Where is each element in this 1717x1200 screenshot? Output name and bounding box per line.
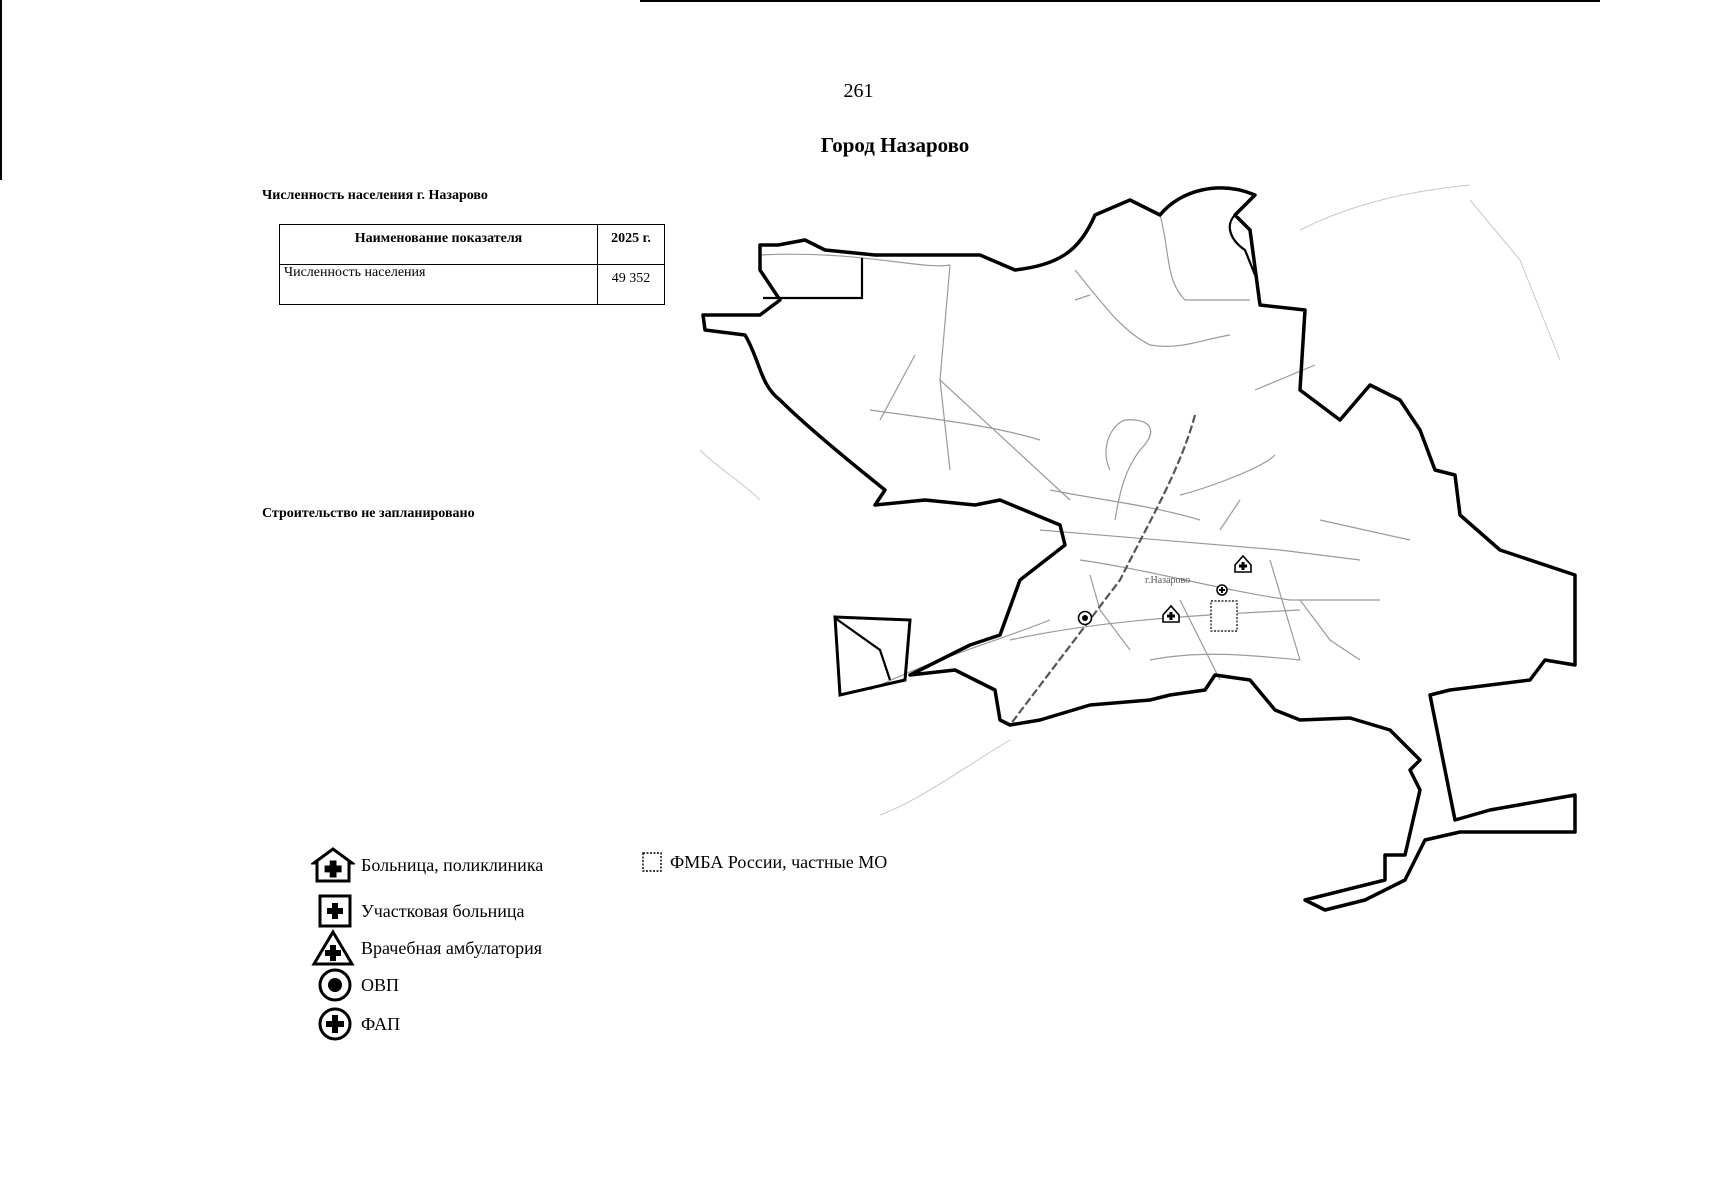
facility-marker-hospital (1234, 554, 1252, 573)
page-title: Город Назарово (820, 133, 970, 157)
legend-label: ФАП (361, 1013, 401, 1034)
legend-label: Врачебная амбулатория (361, 937, 542, 958)
legend-item-district-hospital: Участковая больница (317, 893, 525, 929)
facility-marker-fap (1216, 584, 1228, 596)
railway-line (1009, 414, 1197, 726)
legend-label: ФМБА России, частные МО (670, 851, 888, 872)
page-number: 261 (843, 80, 874, 102)
table-cell: 49 352 (597, 264, 665, 305)
legend-label: ОВП (361, 974, 400, 995)
legend-label: Больница, поликлиника (361, 854, 544, 875)
table-row: Численность населения 49 352 (279, 264, 665, 305)
fap-icon (318, 1007, 352, 1041)
city-boundary (701, 186, 1577, 912)
left-border-line (0, 0, 2, 180)
fmba-square-icon (642, 852, 662, 872)
district-hospital-icon (318, 894, 352, 928)
boundary-block-west (833, 615, 912, 697)
legend-item-hospital: Больница, поликлиника (311, 846, 543, 884)
street-label: г.Назарово (1145, 575, 1190, 586)
ambulatory-icon (311, 929, 355, 966)
hospital-icon (311, 847, 355, 883)
outer-roads (699, 184, 1561, 816)
inner-boundaries (763, 214, 1257, 681)
population-table: Наименование показателя 2025 г. Численно… (279, 224, 665, 305)
legend-item-ambulatory: Врачебная амбулатория (311, 929, 542, 967)
ovp-icon (318, 968, 352, 1002)
facility-marker-ovp (1077, 610, 1093, 626)
road-network (759, 214, 1411, 691)
table-cell: Численность населения (279, 264, 598, 305)
legend-item-fmba: ФМБА России, частные МО (640, 850, 887, 874)
legend-label: Участковая больница (361, 900, 525, 921)
table-header-cell: Наименование показателя (279, 224, 598, 265)
legend-item-ovp: ОВП (317, 967, 399, 1003)
top-border-line (640, 0, 1600, 2)
construction-note: Строительство не запланировано (262, 506, 475, 521)
facility-marker-hospital (1162, 604, 1180, 623)
facility-marker-fmba (1210, 600, 1238, 632)
population-heading: Численность населения г. Назарово (262, 188, 488, 203)
legend-item-fap: ФАП (317, 1006, 400, 1042)
